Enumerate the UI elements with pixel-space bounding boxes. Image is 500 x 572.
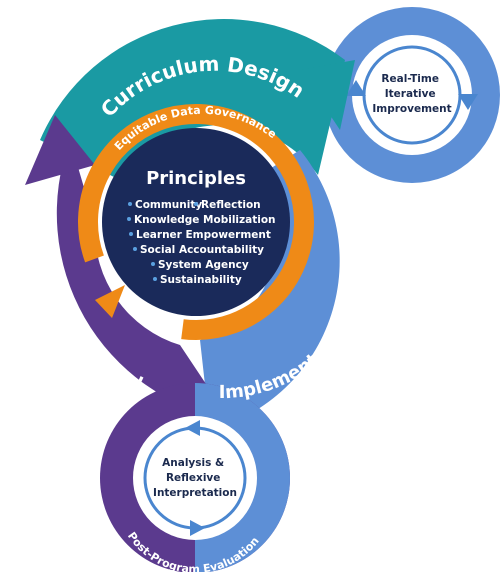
principle-knowledge-mobilization: Knowledge Mobilization xyxy=(134,214,276,226)
post-program-arrow-top-icon xyxy=(185,420,200,436)
in-program-loop xyxy=(324,7,500,183)
principle-reflection: Reflection xyxy=(201,199,261,211)
in-program-arrow-left-icon xyxy=(346,80,366,96)
in-program-line-1: Real-Time xyxy=(381,73,439,85)
post-program-line-2: Reflexive xyxy=(166,472,220,484)
bullet-icon xyxy=(127,217,131,221)
in-program-arrow-right-icon xyxy=(458,94,478,110)
in-program-line-3: Improvement xyxy=(372,103,451,115)
in-program-text: Real-Time Iterative Improvement xyxy=(372,73,451,115)
principle-system-agency: System Agency xyxy=(158,259,249,271)
post-program-line-3: Interpretation xyxy=(153,487,237,499)
bullet-icon xyxy=(151,262,155,266)
principles-title: Principles xyxy=(146,168,246,189)
principle-community: Community xyxy=(135,199,202,211)
post-program-inner-disc xyxy=(133,416,257,540)
post-program-text: Analysis & Reflexive Interpretation xyxy=(153,457,237,499)
principles-disc xyxy=(102,128,290,316)
bullet-icon xyxy=(128,202,132,206)
bullet-icon xyxy=(129,232,133,236)
in-program-line-2: Iterative xyxy=(385,88,436,100)
principle-learner-empowerment: Learner Empowerment xyxy=(136,229,271,241)
post-program-line-1: Analysis & xyxy=(162,457,224,469)
bullet-icon xyxy=(194,202,198,206)
governance-ring xyxy=(78,104,314,340)
bullet-icon xyxy=(133,247,137,251)
post-program-loop xyxy=(100,383,290,572)
principle-sustainability: Sustainability xyxy=(160,274,242,286)
governance-arrow-icon xyxy=(95,285,125,318)
bullet-icon xyxy=(153,277,157,281)
post-program-blue-arc xyxy=(195,383,290,572)
principles-list: Community Reflection Knowledge Mobilizat… xyxy=(127,199,276,286)
in-program-inner-disc xyxy=(352,35,472,155)
post-program-arrow-bottom-icon xyxy=(190,520,205,536)
design-arrow-head-icon xyxy=(300,60,355,130)
principle-social-accountability: Social Accountability xyxy=(140,244,264,256)
renewal-arrow-head-icon xyxy=(25,115,95,185)
